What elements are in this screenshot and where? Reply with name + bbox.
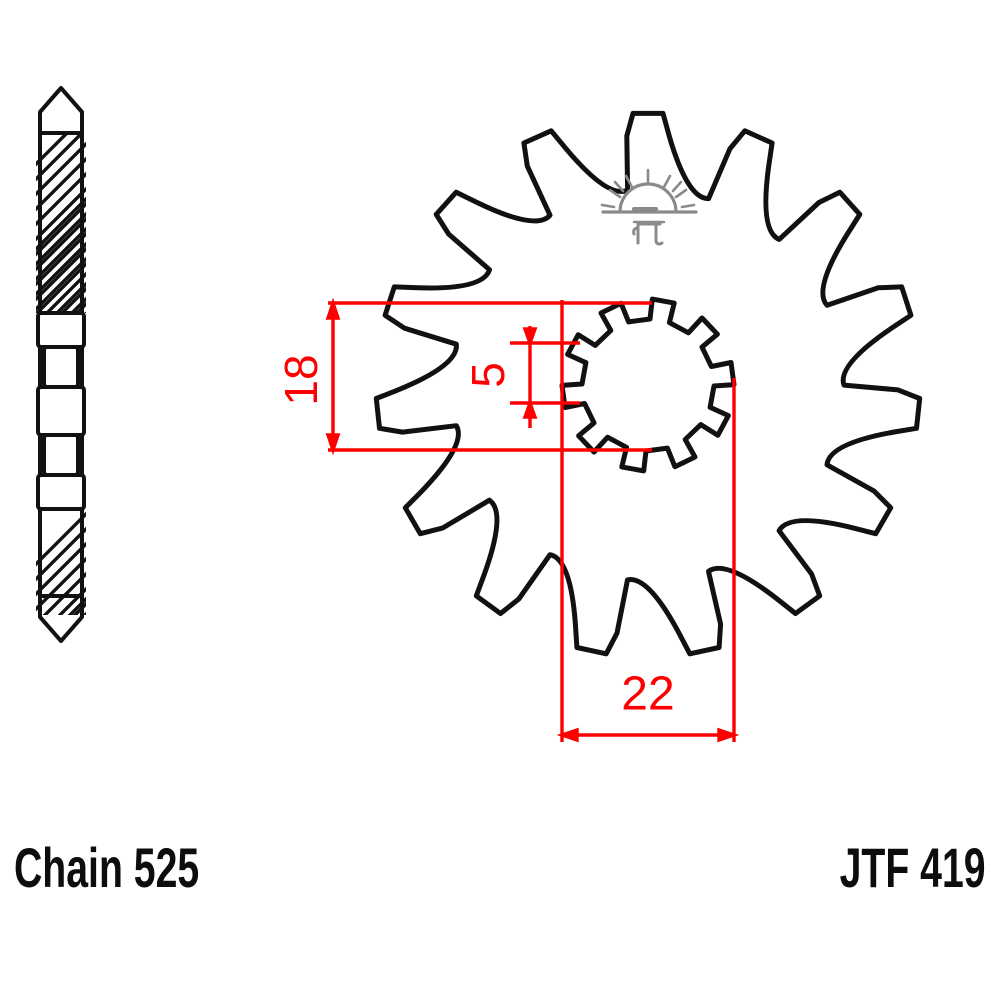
front-view — [373, 110, 923, 657]
dim18-label: 18 — [275, 354, 327, 405]
dim18-arrow-top — [325, 297, 341, 320]
logo-sun-rays — [600, 168, 696, 209]
sunrise-logo — [600, 168, 698, 246]
dim5-label: 5 — [462, 362, 514, 388]
spline-bore — [559, 296, 737, 474]
dimension-5: 5 — [462, 326, 580, 428]
dimension-18: 18 — [275, 297, 652, 456]
side-view-hatch-bottom — [36, 511, 86, 615]
chain-label: Chain 525 — [14, 836, 200, 899]
footer: Chain 525 JTF 419 — [0, 828, 1000, 908]
dimension-annotations: 18 5 22 — [275, 297, 740, 743]
dim5-arrow-bottom — [522, 397, 538, 419]
dim22-arrow-left — [556, 727, 579, 743]
dim5-arrow-top — [522, 327, 538, 349]
side-view-hatch-top — [36, 133, 86, 313]
dim18-arrow-bottom — [325, 433, 341, 456]
logo-jt-mark — [632, 220, 666, 246]
dim22-label: 22 — [621, 668, 674, 721]
dimension-22: 22 — [556, 300, 740, 743]
side-section-view — [36, 86, 86, 643]
side-view-hub-cells — [36, 311, 86, 511]
dim22-arrow-right — [717, 727, 740, 743]
part-number-label: JTF 419 — [840, 836, 986, 899]
